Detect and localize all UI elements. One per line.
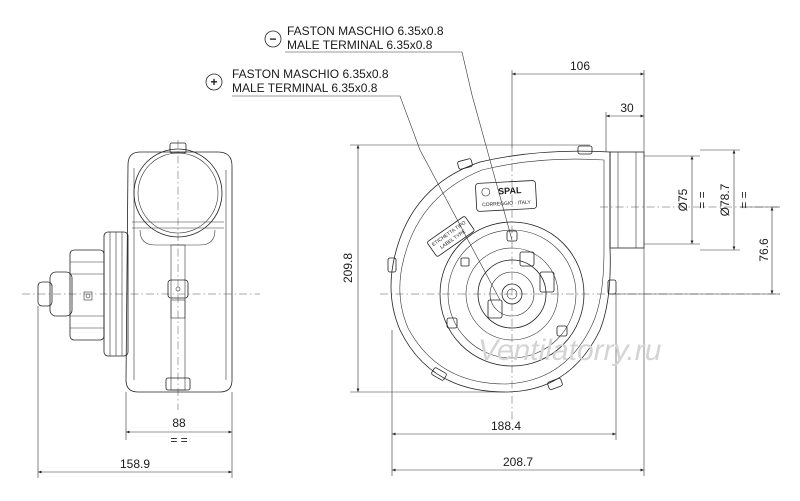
negative-terminal-callout: − FASTON MASCHIO 6.35x0.8 MALE TERMINAL … (264, 24, 513, 241)
negative-line1: FASTON MASCHIO 6.35x0.8 (287, 24, 444, 38)
dim-d78-7: Ø78.7 (718, 183, 732, 216)
brand-text: SPAL (498, 185, 522, 196)
watermark: Ventilatorry.ru (478, 334, 662, 367)
dim-158-9: 158.9 (120, 457, 150, 471)
dim-209-8: 209.8 (341, 253, 355, 283)
dim-88: 88 (172, 416, 186, 430)
dim-30: 30 (620, 101, 634, 115)
dim-d78-7-equal: = = (737, 191, 751, 208)
dim-188-4: 188.4 (491, 419, 521, 433)
positive-terminal-callout: + FASTON MASCHIO 6.35x0.8 MALE TERMINAL … (205, 67, 501, 301)
positive-line1: FASTON MASCHIO 6.35x0.8 (232, 67, 389, 81)
positive-line2: MALE TERMINAL 6.35x0.8 (232, 81, 378, 95)
dim-d75-equal: = = (695, 191, 709, 208)
brand-label: SPAL CORREGGIO · ITALY (475, 180, 537, 212)
side-dimensions: 88 = = 158.9 (37, 306, 233, 478)
negative-line2: MALE TERMINAL 6.35x0.8 (287, 38, 433, 52)
front-dimensions: 106 30 209.8 Ø75 = = Ø78.7 = = 76.6 188.… (341, 59, 780, 476)
dim-88-equal: = = (170, 433, 187, 447)
dim-76-6: 76.6 (757, 238, 771, 262)
dim-106: 106 (570, 59, 590, 73)
brand-sub-text: CORREGGIO · ITALY (482, 200, 532, 209)
dim-d75: Ø75 (676, 188, 690, 211)
positive-symbol: + (210, 75, 217, 89)
dim-208-7: 208.7 (503, 455, 533, 469)
negative-symbol: − (269, 32, 276, 46)
side-view (22, 140, 260, 410)
type-sticker: ETICHETTA TIPO LABEL TYPE (427, 216, 475, 257)
